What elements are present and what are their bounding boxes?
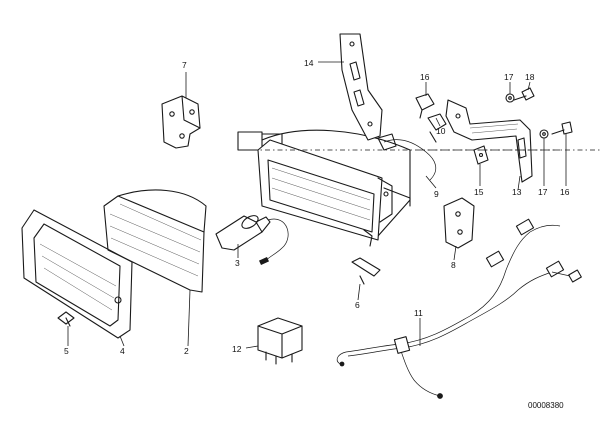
label-part-11: 11 [414, 308, 423, 318]
part-4-trim-frame [21, 209, 133, 339]
label-part-5: 5 [64, 346, 69, 356]
label-part-12: 12 [232, 344, 242, 354]
label-part-15: 15 [474, 187, 484, 197]
part-18-bolt-top [513, 87, 535, 101]
part-labels: 7 14 16 17 18 10 9 15 13 17 16 3 8 6 11 … [64, 58, 570, 356]
part-10-bulb [427, 113, 447, 143]
label-part-13: 13 [512, 187, 522, 197]
label-part-14: 14 [304, 58, 314, 68]
part-16-clip-top [415, 93, 435, 119]
label-part-18: 18 [525, 72, 535, 82]
part-12-relay [257, 317, 303, 365]
part-13-angle-bracket [445, 99, 533, 183]
drawing-code: 00008380 [528, 401, 564, 410]
label-part-8: 8 [451, 260, 456, 270]
label-part-17-lower: 17 [538, 187, 548, 197]
part-7-bracket [161, 95, 201, 149]
label-part-4: 4 [120, 346, 125, 356]
part-2-lens [103, 189, 207, 293]
label-part-7: 7 [182, 60, 187, 70]
part-17-washer-lower [539, 129, 549, 139]
label-part-3: 3 [235, 258, 240, 268]
part-3-bulb-holder [215, 215, 289, 266]
part-14-long-bracket [339, 33, 383, 141]
leader-lines [67, 61, 567, 349]
label-part-6: 6 [355, 300, 360, 310]
part-6-screw [351, 257, 381, 285]
label-part-10: 10 [436, 126, 446, 136]
part-1-lamp-housing [237, 129, 437, 247]
part-5-screw [57, 311, 75, 327]
label-part-17: 17 [504, 72, 514, 82]
part-17-washer-top [505, 93, 515, 103]
label-part-2: 2 [184, 346, 189, 356]
part-18-bolt-lower [551, 121, 573, 135]
label-part-16: 16 [420, 72, 430, 82]
part-8-plate [443, 197, 475, 249]
part-11-wiring-harness [336, 218, 582, 399]
part-15-nut [473, 145, 489, 165]
label-part-9: 9 [434, 189, 439, 199]
label-part-16-lower: 16 [560, 187, 570, 197]
